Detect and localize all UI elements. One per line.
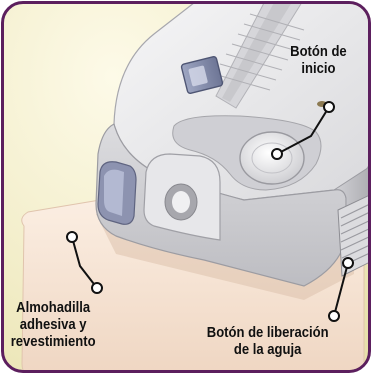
adhesive-pad-leader xyxy=(71,236,98,289)
start-button-label: Botón de inicio xyxy=(290,44,347,78)
adhesive-pad-label-line1: Almohadilla xyxy=(16,300,91,316)
needle-release-label: Botón de liberación de la aguja xyxy=(207,325,329,359)
adhesive-pad-label-line3: revestimiento xyxy=(10,334,96,350)
adhesive-pad-label-line2: adhesiva y xyxy=(19,317,87,333)
needle-release-button xyxy=(337,195,368,277)
illustration-frame: Botón de inicio Almohadilla adhesiva y r… xyxy=(1,1,371,373)
needle-release-label-line1: Botón de liberación xyxy=(206,325,329,341)
start-button-leader xyxy=(276,106,330,155)
adhesive-pad-label: Almohadilla adhesiva y revestimiento xyxy=(11,300,96,351)
device-illustration xyxy=(21,4,368,370)
start-button-label-line2: inicio xyxy=(301,61,336,77)
start-button-label-line1: Botón de xyxy=(290,44,347,60)
needle-release-label-line2: de la aguja xyxy=(233,342,302,358)
start-button xyxy=(239,131,305,185)
needle-release-leader xyxy=(333,262,349,317)
